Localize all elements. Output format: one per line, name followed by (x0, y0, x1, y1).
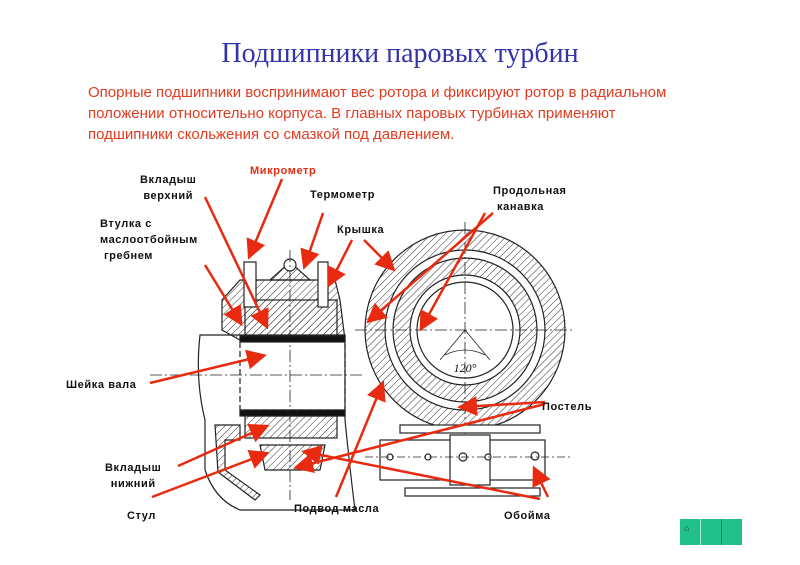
label-oil-supply: Подвод масла (294, 503, 380, 515)
slide-navigation: ⌂ (680, 519, 742, 545)
label-line: маслоотбойным (100, 234, 198, 246)
label-long-groove: Продольная канавка (493, 183, 567, 215)
longitudinal-section (150, 250, 365, 511)
label-bed: Постель (542, 401, 593, 413)
label-micrometer: Микрометр (250, 165, 317, 177)
label-line: канавка (497, 201, 544, 213)
label-shaft-neck: Шейка вала (66, 379, 137, 391)
label-line: Вкладыш (105, 462, 162, 474)
intro-text: Опорные подшипники воспринимают вес рото… (88, 84, 667, 143)
label-lower-liner: Вкладыш нижний (105, 460, 161, 492)
label-line: Продольная (493, 185, 567, 197)
label-line: Вкладыш (140, 174, 197, 186)
nav-button-3[interactable] (722, 519, 742, 545)
pointer-lines (149, 178, 551, 501)
home-button[interactable]: ⌂ (680, 519, 701, 545)
label-line: нижний (110, 478, 156, 490)
label-line: гребнем (104, 250, 154, 262)
label-line: верхний (143, 190, 194, 202)
label-sleeve: Втулка с маслоотбойным гребнем (100, 216, 198, 264)
nav-button-2[interactable] (701, 519, 722, 545)
angle-label: 120° (454, 361, 477, 375)
label-cover: Крышка (337, 224, 385, 236)
label-upper-liner: Вкладыш верхний (140, 172, 196, 204)
home-icon: ⌂ (684, 523, 690, 533)
label-line: Втулка с (100, 218, 153, 230)
label-cage: Обойма (504, 510, 551, 522)
label-thermometer: Термометр (310, 189, 376, 201)
label-chair: Стул (127, 510, 156, 522)
slide-title: Подшипники паровых турбин (221, 38, 579, 69)
